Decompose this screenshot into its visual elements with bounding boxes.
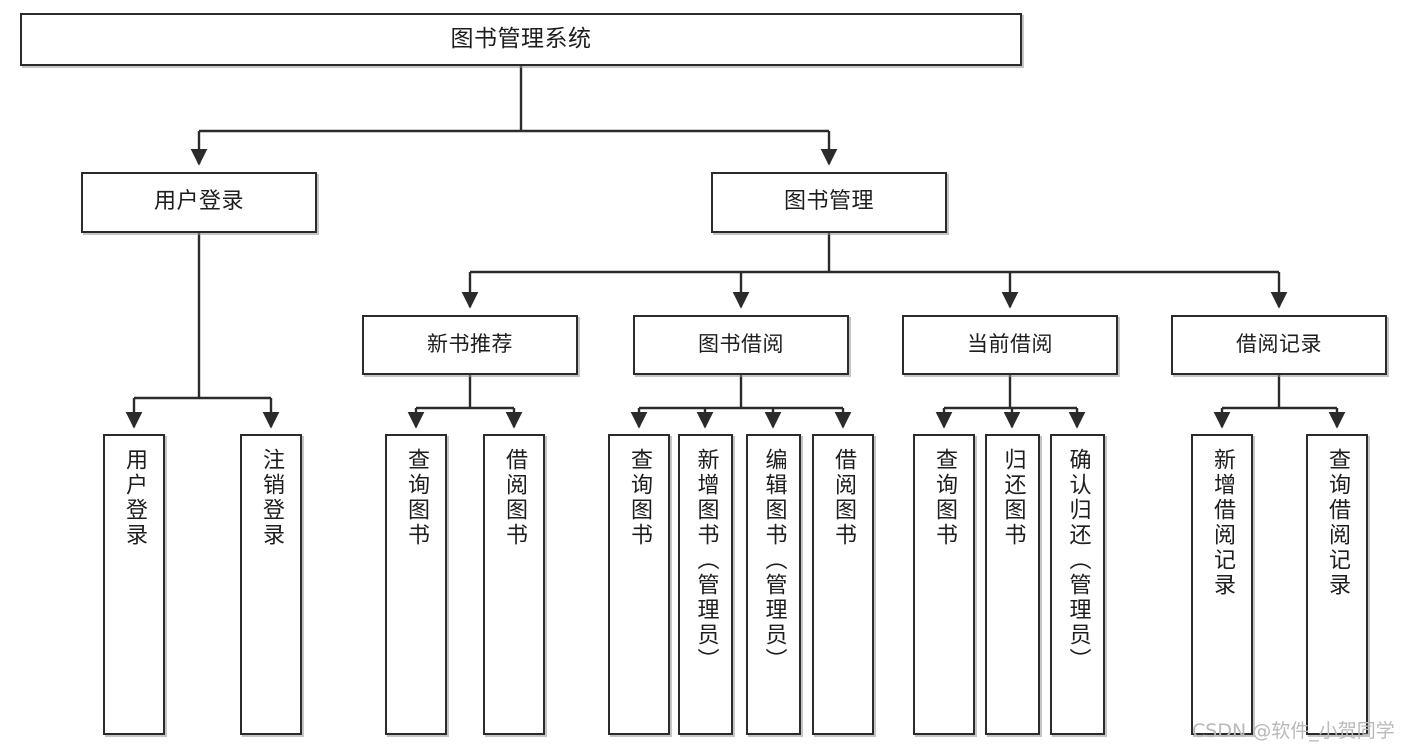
node-leaf-query-book-2[interactable]: 查询图书 — [608, 434, 670, 735]
node-leaf-user-login-label: 用户登录 — [122, 448, 147, 548]
node-book-borrow-label: 图书借阅 — [698, 332, 784, 357]
node-leaf-return-book-label: 归还图书 — [1000, 448, 1026, 548]
node-book-borrow[interactable]: 图书借阅 — [633, 315, 849, 375]
node-root-label: 图书管理系统 — [450, 25, 592, 52]
node-leaf-add-record-label: 新增借阅记录 — [1210, 448, 1235, 598]
node-borrow-record[interactable]: 借阅记录 — [1171, 315, 1387, 375]
node-leaf-add-record[interactable]: 新增借阅记录 — [1191, 434, 1253, 735]
node-leaf-query-book-3-label: 查询图书 — [932, 448, 957, 548]
node-leaf-user-logout-label: 注销登录 — [259, 448, 284, 548]
node-book-manage-label: 图书管理 — [783, 189, 874, 215]
node-leaf-confirm-return[interactable]: 确认归还（管理员） — [1050, 434, 1105, 735]
node-borrow-record-label: 借阅记录 — [1236, 332, 1322, 357]
node-leaf-add-book-label: 新增图书（管理员） — [693, 448, 719, 673]
node-leaf-query-book-2-label: 查询图书 — [627, 448, 652, 548]
node-leaf-borrow-book-1-label: 借阅图书 — [502, 448, 527, 548]
node-leaf-borrow-book-1[interactable]: 借阅图书 — [483, 434, 545, 735]
node-new-book-rec[interactable]: 新书推荐 — [362, 315, 578, 375]
csdn-watermark: CSDN @软件_小贺同学 — [1192, 720, 1395, 742]
node-root[interactable]: 图书管理系统 — [20, 13, 1022, 66]
node-leaf-user-login[interactable]: 用户登录 — [103, 434, 165, 735]
node-leaf-borrow-book-2[interactable]: 借阅图书 — [812, 434, 874, 735]
node-new-book-rec-label: 新书推荐 — [427, 332, 513, 357]
node-leaf-confirm-return-label: 确认归还（管理员） — [1065, 448, 1091, 673]
node-leaf-return-book[interactable]: 归还图书 — [985, 434, 1040, 735]
node-current-borrow-label: 当前借阅 — [967, 332, 1053, 357]
node-leaf-query-book-3[interactable]: 查询图书 — [913, 434, 975, 735]
node-book-manage[interactable]: 图书管理 — [711, 172, 947, 233]
node-user-login-label: 用户登录 — [153, 189, 244, 215]
node-user-login[interactable]: 用户登录 — [81, 172, 317, 233]
node-leaf-edit-book[interactable]: 编辑图书（管理员） — [746, 434, 801, 735]
node-leaf-borrow-book-2-label: 借阅图书 — [831, 448, 856, 548]
node-leaf-query-book-1[interactable]: 查询图书 — [385, 434, 447, 735]
node-leaf-query-record-label: 查询借阅记录 — [1325, 448, 1350, 598]
node-leaf-query-book-1-label: 查询图书 — [404, 448, 429, 548]
node-leaf-query-record[interactable]: 查询借阅记录 — [1306, 434, 1368, 735]
node-leaf-add-book[interactable]: 新增图书（管理员） — [678, 434, 733, 735]
node-leaf-user-logout[interactable]: 注销登录 — [240, 434, 302, 735]
node-leaf-edit-book-label: 编辑图书（管理员） — [761, 448, 787, 673]
node-current-borrow[interactable]: 当前借阅 — [902, 315, 1118, 375]
